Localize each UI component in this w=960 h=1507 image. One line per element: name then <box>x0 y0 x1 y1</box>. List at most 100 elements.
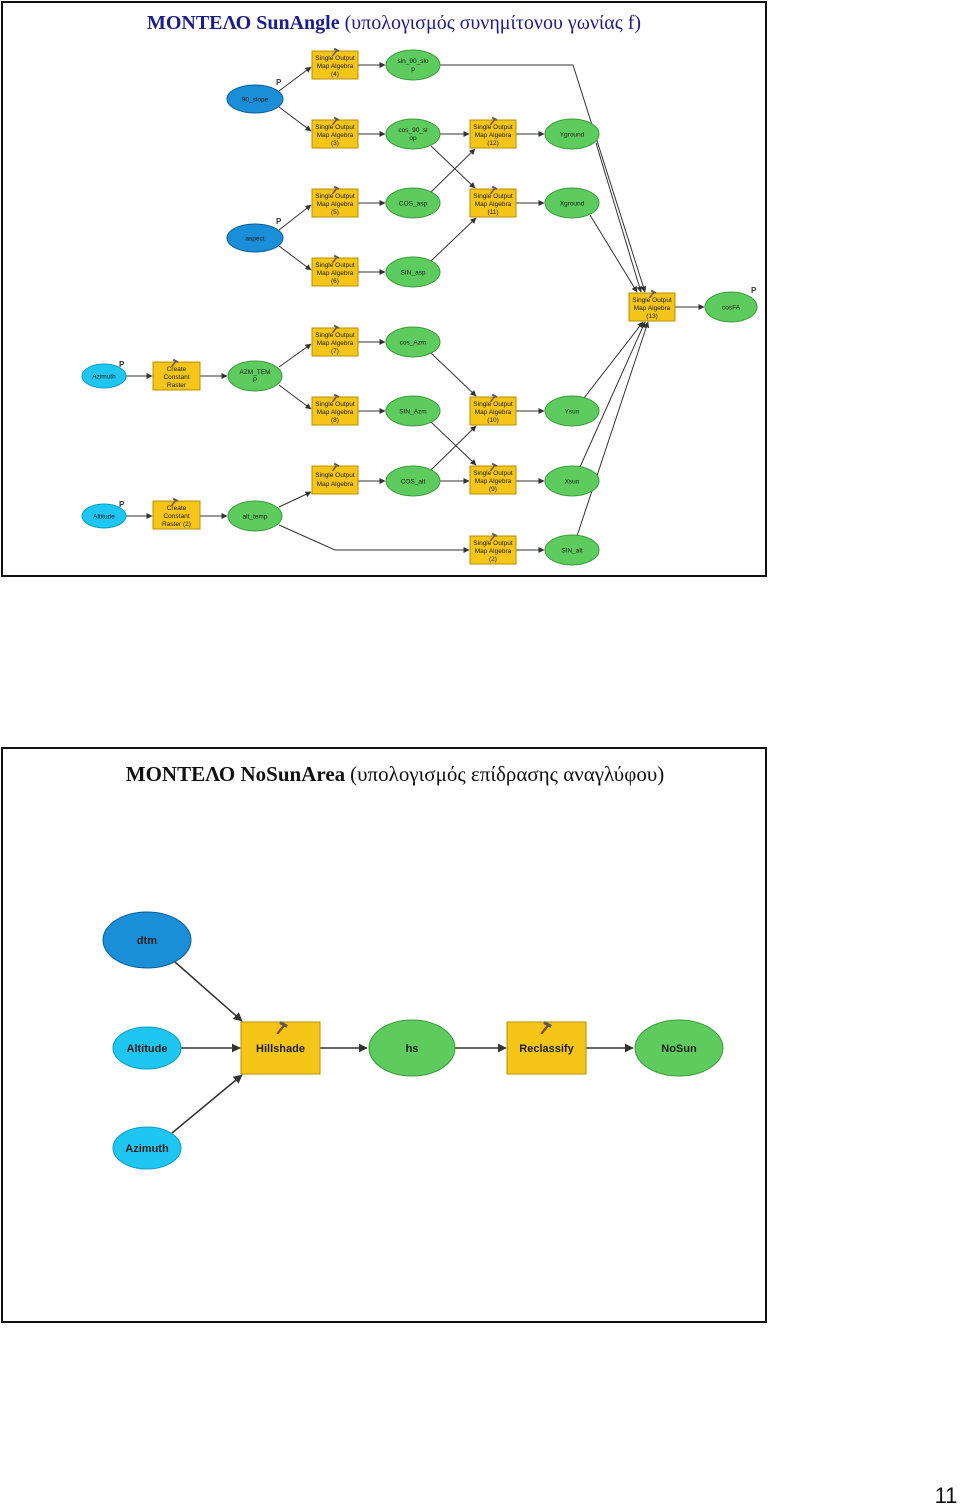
slide-nosunarea: ΜΟΝΤΕΛΟ NoSunArea(υπολογισμός επίδρασης … <box>1 747 767 1323</box>
node-label-line: op <box>409 135 417 142</box>
slide-title: ΜΟΝΤΕΛΟ SunAngle(υπολογισμός συνημίτονου… <box>147 12 641 34</box>
node-label-line: p <box>411 66 415 73</box>
tool-label-line: Single Output <box>315 55 355 62</box>
tool-label-line: Raster <box>167 382 187 389</box>
arrow-sin-90-slop-to-tool-13 <box>440 64 647 293</box>
node-label: 90_slope <box>242 97 269 104</box>
slide-frame <box>1 1 767 577</box>
node-label: SIN_Azm <box>399 409 426 416</box>
input-dtm: dtm <box>102 911 192 969</box>
output-ellipse <box>544 465 600 497</box>
title-description: (υπολογισμός συνημίτονου γωνίας f) <box>345 12 641 34</box>
node-label: cos_Azm <box>400 340 427 347</box>
tool-label-line: Raster (2) <box>162 521 191 528</box>
output-xground: Xground <box>544 187 600 219</box>
node-label: COS_asp <box>399 201 428 208</box>
tool-label-line: Single Output <box>315 193 355 200</box>
arrow-cos-azm-to-tool-10 <box>430 352 477 397</box>
input-ellipse <box>81 363 127 389</box>
page-number: 11 <box>935 1483 958 1507</box>
arrow-azm-temp-to-tool-8 <box>278 384 312 410</box>
tool-label-line: Single Output <box>473 124 513 131</box>
output-cosfa: cosFA P <box>704 286 758 323</box>
tool-box <box>311 119 359 149</box>
node-label: COS_alt <box>401 479 426 486</box>
tool-label-line: Create <box>167 505 187 512</box>
tool-box <box>152 500 201 530</box>
tool-label-line: Map Algebra <box>475 201 512 208</box>
map-algebra-tool-7: Single Output Map Algebra (7) <box>311 324 359 357</box>
output-ellipse <box>544 534 600 566</box>
arrow-azimuth-to-hillshade <box>171 1074 243 1134</box>
tool-label-line: (7) <box>331 348 339 355</box>
map-algebra-tool-5: Single Output Map Algebra (5) <box>311 185 359 218</box>
output-ellipse <box>544 395 600 427</box>
node-label: Azimuth <box>125 1143 169 1155</box>
output-ellipse <box>544 118 600 150</box>
parameter-marker: P <box>751 286 757 295</box>
tool-label-line: (11) <box>487 209 498 216</box>
tool-label-line: Map Algebra <box>317 63 354 70</box>
node-label: alt_temp <box>243 514 268 521</box>
tool-label-line: Single Output <box>473 470 513 477</box>
node-label: Azimuth <box>92 374 116 381</box>
tool-label-line: Create <box>167 366 187 373</box>
arrow-xground-to-tool-13 <box>589 214 638 293</box>
node-label: Altitude <box>127 1043 168 1055</box>
tool-label-line: Map Algebra <box>317 132 354 139</box>
tool-label-line: Map Algebra <box>475 132 512 139</box>
tool-label-line: Constant <box>163 513 189 520</box>
tool-label: Hillshade <box>256 1043 305 1055</box>
input-ellipse <box>112 1126 182 1170</box>
node-label-line: P <box>253 377 257 384</box>
tool-box <box>311 188 359 218</box>
output-azm-temp: AZM_TEM P <box>227 360 283 392</box>
input-azimuth: Azimuth P <box>81 360 127 389</box>
output-ellipse <box>385 326 441 358</box>
tool-label-line: Single Output <box>315 401 355 408</box>
arrow-aspect-to-tool-5 <box>278 204 312 231</box>
map-algebra-tool-2: Single Output Map Algebra (2) <box>469 532 517 565</box>
tool-label-line: Map Algebra <box>475 409 512 416</box>
tool-box <box>311 396 359 426</box>
output-ellipse <box>227 360 283 392</box>
tool-box <box>469 465 517 495</box>
input-aspect: aspect P <box>226 217 284 253</box>
tool-box <box>469 119 517 149</box>
title-model-name: ΜΟΝΤΕΛΟ SunAngle <box>147 12 340 34</box>
map-algebra-tool-6: Single Output Map Algebra (6) <box>311 254 359 287</box>
tool-box <box>628 292 676 322</box>
connectors <box>171 961 634 1134</box>
tool-box <box>311 327 359 357</box>
tool-label-line: Map Algebra <box>475 478 512 485</box>
output-ellipse <box>385 395 441 427</box>
node-label: Altitude <box>93 514 115 521</box>
tool-label-line: Map Algebra <box>317 409 354 416</box>
parameter-marker: P <box>119 500 125 509</box>
node-label-line: AZM_TEM <box>239 369 270 376</box>
node-label: Xground <box>560 201 585 208</box>
tool-label-line: Single Output <box>315 332 355 339</box>
reclassify-tool: Reclassify <box>506 1020 587 1075</box>
output-ellipse <box>704 291 758 323</box>
tool-box <box>469 188 517 218</box>
arrow-cos-asp-to-tool-12 <box>430 148 476 193</box>
node-label: cosFA <box>722 305 741 312</box>
input-ellipse <box>226 223 284 253</box>
tool-label-line: (9) <box>489 486 497 493</box>
arrow-90-slope-to-tool-3 <box>278 106 312 132</box>
arrow-90-slope-to-tool-4 <box>278 66 312 92</box>
output-hs: hs <box>368 1019 456 1077</box>
tool-label-line: Map Algebra <box>317 481 354 488</box>
arrow-yground-to-tool-13 <box>595 142 643 293</box>
tool-label-line: Single Output <box>315 124 355 131</box>
tool-label-line: Single Output <box>473 540 513 547</box>
input-altitude: Altitude P <box>81 500 127 529</box>
map-algebra-tool-unnumbered: Single Output Map Algebra <box>311 462 359 495</box>
arrow-alt-temp-to-tool-2 <box>278 524 470 553</box>
tool-label-line: Map Algebra <box>634 305 671 312</box>
map-algebra-tool-13: Single Output Map Algebra (13) <box>628 289 676 322</box>
arrow-dtm-to-hillshade <box>174 961 243 1022</box>
tool-box <box>311 257 359 287</box>
arrow-sin-azm-to-tool-9 <box>430 421 477 466</box>
